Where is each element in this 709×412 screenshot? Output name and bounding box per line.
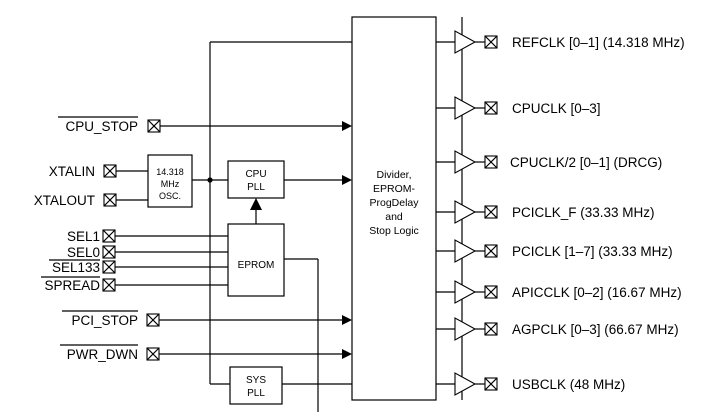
- arrow-head-icon: [342, 315, 352, 325]
- divider-logic-label-4: and: [385, 211, 403, 223]
- pin-pad-icon: [102, 245, 116, 259]
- input-label-sel1: SEL1: [67, 229, 100, 244]
- output-apicclk: APICCLK [0–2] (16.67 MHz): [454, 280, 682, 304]
- output-label-pciclk: PCICLK [1–7] (33.33 MHz): [512, 244, 673, 259]
- pin-pad-icon: [102, 278, 116, 292]
- pin-pad-icon: [484, 35, 498, 49]
- buffer-triangle-icon: [454, 150, 477, 174]
- buffer-triangle-icon: [454, 280, 477, 304]
- output-bus-taps: [436, 41, 455, 385]
- buffer-triangle-icon: [454, 317, 477, 341]
- output-label-agpclk: AGPCLK [0–3] (66.67 MHz): [512, 322, 679, 337]
- cpu-pll-label-1: CPU: [245, 169, 266, 180]
- osc-label-2: MHz: [161, 179, 180, 189]
- buffer-triangle-icon: [454, 372, 477, 396]
- pin-pad-icon: [103, 164, 117, 178]
- buffer-triangle-icon: [454, 30, 477, 54]
- buffer-triangle-icon: [454, 96, 477, 120]
- arrow-head-icon: [342, 121, 352, 131]
- eprom-label: EPROM: [238, 260, 275, 271]
- arrow-head-icon: [342, 349, 352, 359]
- output-pciclk-f: PCICLK_F (33.33 MHz): [454, 200, 655, 224]
- pin-pad-icon: [484, 377, 498, 391]
- input-label-xtalout: XTALOUT: [34, 193, 95, 208]
- input-label-sel0: SEL0: [67, 245, 100, 260]
- pin-pad-icon: [484, 205, 498, 219]
- output-label-pciclk-f: PCICLK_F (33.33 MHz): [512, 205, 655, 220]
- eprom-block: [227, 223, 285, 297]
- pin-pad-icon: [103, 193, 117, 207]
- input-label-sel133: SEL133: [52, 260, 100, 275]
- divider-logic-label-2: EPROM-: [373, 183, 416, 195]
- input-label-spread: SPREAD: [44, 278, 100, 293]
- pin-pad-icon: [484, 155, 498, 169]
- pin-pad-icon: [484, 285, 498, 299]
- output-label-usbclk: USBCLK (48 MHz): [512, 377, 625, 392]
- output-label-apicclk: APICCLK [0–2] (16.67 MHz): [512, 285, 682, 300]
- input-label-pci-stop: PCI_STOP: [71, 313, 138, 328]
- divider-logic-block: [351, 16, 437, 401]
- output-label-refclk: REFCLK [0–1] (14.318 MHz): [512, 35, 685, 50]
- pin-pad-icon: [102, 229, 116, 243]
- pin-pad-icon: [484, 101, 498, 115]
- output-cpuclk-half: CPUCLK/2 [0–1] (DRCG): [454, 150, 662, 174]
- osc-block: [147, 154, 193, 208]
- pin-pad-icon: [484, 244, 498, 258]
- sys-pll-label-2: PLL: [247, 388, 265, 399]
- arrow-head-icon: [342, 175, 352, 185]
- sys-pll-label-1: SYS: [246, 375, 266, 386]
- output-cpuclk: CPUCLK [0–3]: [454, 96, 601, 120]
- osc-label-1: 14.318: [156, 167, 184, 177]
- output-label-cpuclk: CPUCLK [0–3]: [512, 101, 601, 116]
- osc-label-3: OSC.: [159, 191, 181, 201]
- divider-logic-label-5: Stop Logic: [369, 225, 419, 237]
- arrow-up-icon: [250, 198, 262, 210]
- output-refclk: REFCLK [0–1] (14.318 MHz): [454, 30, 685, 54]
- output-pciclk: PCICLK [1–7] (33.33 MHz): [454, 239, 673, 263]
- divider-logic-label-1: Divider,: [376, 169, 411, 181]
- pin-pad-icon: [146, 313, 160, 327]
- buffer-triangle-icon: [454, 200, 477, 224]
- output-label-cpuclk-half: CPUCLK/2 [0–1] (DRCG): [510, 155, 662, 170]
- pin-pad-icon: [484, 322, 498, 336]
- pin-pad-icon: [102, 260, 116, 274]
- divider-logic-label-3: ProgDelay: [369, 197, 419, 209]
- input-label-pwr-dwn: PWR_DWN: [67, 347, 138, 362]
- output-usbclk: USBCLK (48 MHz): [454, 372, 625, 396]
- input-label-cpu-stop: CPU_STOP: [65, 119, 138, 134]
- cpu-pll-label-2: PLL: [247, 182, 265, 193]
- input-label-xtalin: XTALIN: [49, 164, 95, 179]
- pin-pad-icon: [147, 119, 161, 133]
- buffer-triangle-icon: [454, 239, 477, 263]
- output-agpclk: AGPCLK [0–3] (66.67 MHz): [454, 317, 679, 341]
- sys-pll-block: [229, 366, 283, 405]
- pin-pad-icon: [146, 347, 160, 361]
